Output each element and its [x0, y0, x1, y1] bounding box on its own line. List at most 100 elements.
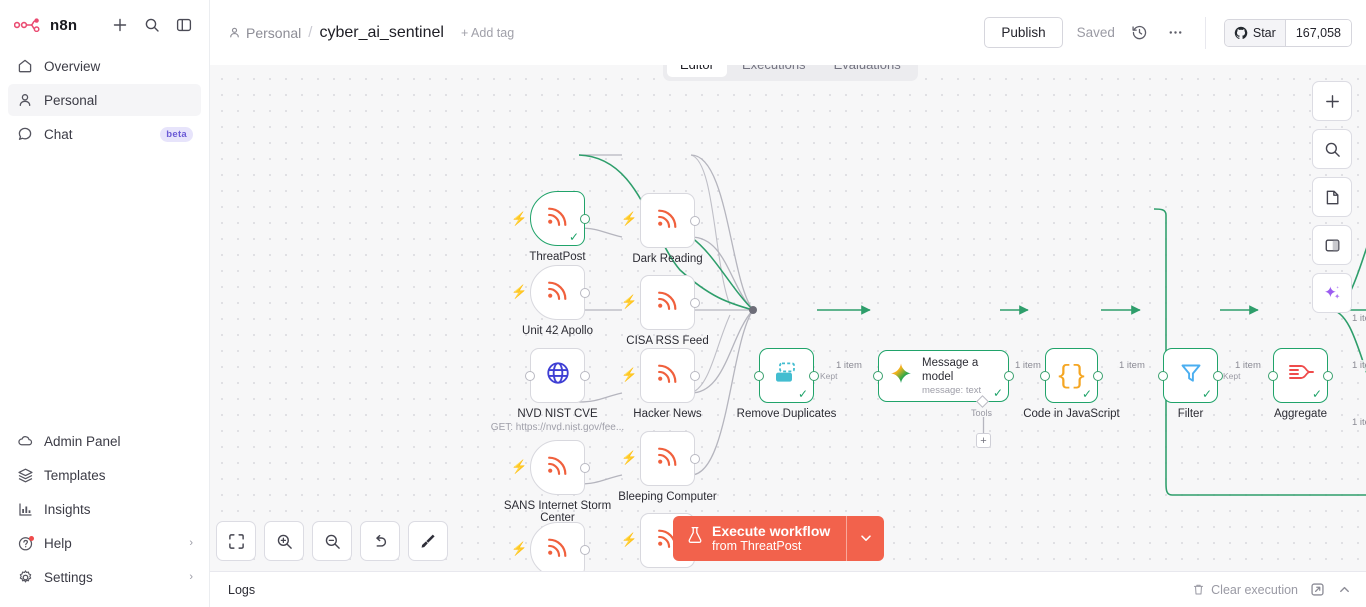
node-body[interactable]: [640, 275, 700, 330]
clear-execution-button[interactable]: Clear execution: [1192, 583, 1298, 597]
node-cisa-rss-feed[interactable]: CISA RSS Feed: [626, 275, 709, 347]
node-output-port[interactable]: [1004, 371, 1014, 381]
node-output-port[interactable]: [1093, 370, 1103, 381]
node-body[interactable]: ✓: [530, 191, 590, 246]
reset-zoom-button[interactable]: [360, 521, 400, 561]
node-input-port[interactable]: [873, 371, 883, 381]
node-body[interactable]: ✓: [754, 348, 819, 403]
node-rss-source-5[interactable]: [530, 522, 590, 571]
execute-workflow-subtitle: from ThreatPost: [712, 538, 802, 553]
sidebar-item-overview[interactable]: Overview: [8, 50, 201, 82]
tab-executions[interactable]: Executions: [729, 65, 819, 77]
github-star-group[interactable]: Star 167,058: [1223, 18, 1352, 47]
node-body[interactable]: [525, 348, 590, 403]
node-output-port[interactable]: [690, 215, 700, 226]
node-input-port[interactable]: [1158, 370, 1168, 381]
node-input-port[interactable]: [1268, 370, 1278, 381]
search-nodes-button[interactable]: [1312, 129, 1352, 169]
execute-workflow-dropdown-button[interactable]: [846, 515, 885, 561]
add-tool-button[interactable]: +: [976, 433, 991, 448]
sidebar-item-insights[interactable]: Insights: [8, 493, 201, 525]
node-body[interactable]: [640, 431, 700, 486]
node-dark-reading[interactable]: Dark Reading: [632, 193, 703, 265]
node-aggregate[interactable]: ✓ Aggregate: [1268, 348, 1333, 420]
node-bleeping-computer[interactable]: Bleeping Computer: [618, 431, 717, 503]
node-body[interactable]: [530, 440, 590, 495]
add-sticky-note-button[interactable]: [1312, 177, 1352, 217]
node-label: Code in JavaScript: [1023, 408, 1120, 420]
node-remove-duplicates[interactable]: ✓ Remove Duplicates: [737, 348, 836, 420]
publish-button[interactable]: Publish: [984, 17, 1063, 48]
node-sans-internet-storm-center[interactable]: SANS Internet Storm Center: [504, 440, 611, 524]
node-output-port[interactable]: [690, 453, 700, 464]
rss-icon: [545, 204, 570, 234]
node-body[interactable]: [640, 348, 700, 403]
node-message-a-model[interactable]: Message a model message: text ✓: [873, 350, 1014, 402]
execute-workflow-group[interactable]: Execute workflow from ThreatPost: [673, 515, 885, 561]
node-body[interactable]: ✓: [1158, 348, 1223, 403]
tab-editor[interactable]: Editor: [667, 65, 727, 77]
node-input-port[interactable]: [1040, 370, 1050, 381]
node-body[interactable]: [640, 193, 700, 248]
node-input-port[interactable]: [525, 370, 535, 381]
node-label: SANS Internet Storm Center: [503, 500, 612, 524]
node-body[interactable]: {} ✓: [1040, 348, 1103, 403]
add-tag-button[interactable]: + Add tag: [460, 25, 515, 40]
sidebar-item-templates[interactable]: Templates: [8, 459, 201, 491]
node-hacker-news[interactable]: Hacker News: [633, 348, 702, 420]
edge-item-count: 1 item: [1233, 360, 1263, 371]
node-body[interactable]: Message a model message: text ✓: [873, 350, 1014, 402]
add-node-button[interactable]: [1312, 81, 1352, 121]
node-threatpost[interactable]: ✓ ThreatPost: [529, 191, 590, 263]
execute-workflow-button[interactable]: Execute workflow from ThreatPost: [673, 515, 847, 561]
node-body[interactable]: ✓: [1268, 348, 1333, 403]
zoom-to-fit-button[interactable]: [216, 521, 256, 561]
tab-evaluations[interactable]: Evaluations: [821, 65, 914, 77]
workflow-name[interactable]: cyber_ai_sentinel: [319, 23, 444, 41]
node-output-port[interactable]: [1213, 370, 1223, 381]
sidebar-item-label: Settings: [44, 569, 93, 585]
add-icon[interactable]: [109, 14, 131, 36]
node-output-port[interactable]: [580, 370, 590, 381]
rss-icon: [545, 535, 570, 565]
sidebar-item-help[interactable]: Help ›: [8, 527, 201, 559]
node-output-port[interactable]: [580, 213, 590, 224]
chevron-up-icon[interactable]: [1337, 582, 1352, 597]
node-output-port[interactable]: [580, 462, 590, 473]
popout-icon[interactable]: [1310, 582, 1325, 597]
node-output-port[interactable]: [1323, 370, 1333, 381]
node-subtitle: message: text: [922, 385, 982, 397]
collapse-sidebar-icon[interactable]: [173, 14, 195, 36]
trigger-bolt-icon: ⚡: [621, 450, 638, 465]
node-status-check: ✓: [1081, 387, 1092, 401]
node-body[interactable]: [530, 522, 590, 571]
trigger-bolt-icon: ⚡: [511, 459, 528, 474]
sidebar-item-chat[interactable]: Chat beta: [8, 118, 201, 150]
node-output-port[interactable]: [690, 297, 700, 308]
node-output-port[interactable]: [580, 287, 590, 298]
node-body[interactable]: [530, 265, 590, 320]
node-filter[interactable]: ✓ Filter: [1158, 348, 1223, 420]
node-label: Unit 42 Apollo: [522, 325, 593, 337]
history-clock-icon[interactable]: [1129, 22, 1151, 44]
node-code-in-javascript[interactable]: {} ✓ Code in JavaScript: [1023, 348, 1120, 420]
sidebar-item-personal[interactable]: Personal: [8, 84, 201, 116]
ai-assistant-button[interactable]: [1312, 273, 1352, 313]
node-output-port[interactable]: [809, 370, 819, 381]
zoom-out-button[interactable]: [312, 521, 352, 561]
breadcrumb-project[interactable]: Personal: [228, 25, 301, 41]
toggle-panel-button[interactable]: [1312, 225, 1352, 265]
sidebar-item-settings[interactable]: Settings ›: [8, 561, 201, 593]
sidebar-item-admin-panel[interactable]: Admin Panel: [8, 425, 201, 457]
search-icon[interactable]: [141, 14, 163, 36]
node-output-port[interactable]: [690, 370, 700, 381]
node-input-port[interactable]: [754, 370, 764, 381]
node-output-port[interactable]: [580, 544, 590, 555]
node-nvd-nist-cve[interactable]: NVD NIST CVE GET: https://nvd.nist.gov/f…: [491, 348, 624, 433]
tidy-up-button[interactable]: [408, 521, 448, 561]
github-star-button[interactable]: Star: [1224, 19, 1285, 46]
zoom-in-button[interactable]: [264, 521, 304, 561]
node-unit-42-apollo[interactable]: Unit 42 Apollo: [522, 265, 593, 337]
workflow-canvas[interactable]: Editor Executions Evaluations: [210, 65, 1366, 571]
ellipsis-icon[interactable]: [1165, 22, 1187, 44]
